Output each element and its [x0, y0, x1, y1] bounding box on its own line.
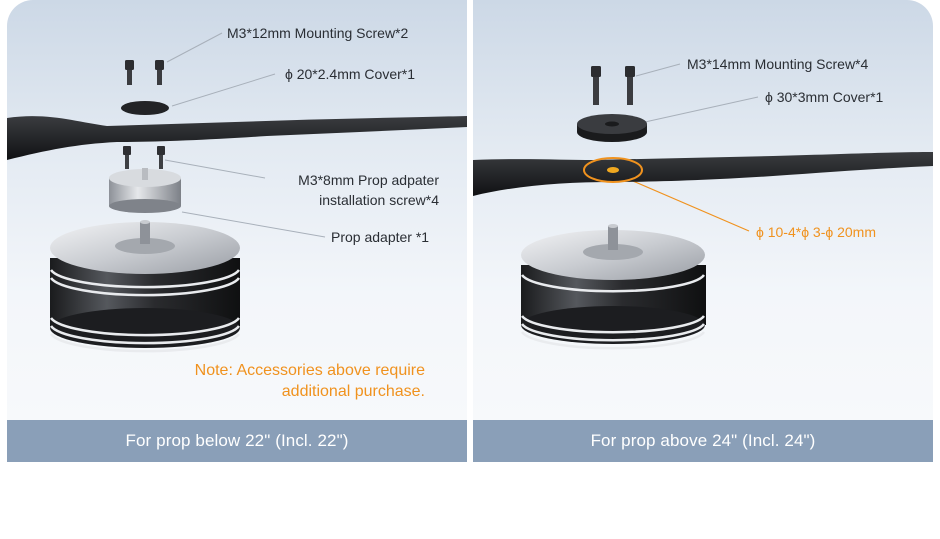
left-motor: [49, 220, 241, 353]
left-motor-illustration: [7, 32, 467, 353]
right-label-hole-spec: ϕ 10-4*ϕ 3-ϕ 20mm: [756, 224, 877, 240]
right-hole-center: [607, 167, 619, 173]
left-cover: [121, 101, 169, 115]
left-adapter-screws: [123, 146, 165, 169]
left-prop-adapter: [109, 168, 181, 213]
left-label-prop-adapter-screw-line1: M3*8mm Prop adpater: [298, 172, 439, 188]
right-panel: M3*14mm Mounting Screw*4 ϕ 30*3mm Cover*…: [473, 0, 933, 462]
right-hole-highlight: [583, 157, 643, 183]
accessories-note: Note: Accessories above require addition…: [195, 360, 425, 402]
right-label-mounting-screw: M3*14mm Mounting Screw*4: [687, 56, 869, 72]
left-label-prop-adapter-screw-line2: installation screw*4: [319, 192, 439, 208]
left-mounting-screws: [125, 60, 164, 85]
accessories-note-line2: additional purchase.: [281, 383, 425, 400]
right-leader-lines: [635, 63, 759, 123]
left-panel: M3*12mm Mounting Screw*2 ϕ 20*2.4mm Cove…: [7, 0, 467, 462]
right-motor: [520, 224, 706, 350]
right-hole-leader-line: [618, 174, 750, 232]
right-mounting-screws: [591, 66, 635, 105]
right-panel-background: [473, 0, 933, 420]
right-motor-illustration: [473, 63, 933, 350]
right-propeller: [473, 152, 933, 196]
left-leader-lines: [164, 32, 326, 238]
left-caption-bar: For prop below 22" (Incl. 22"): [7, 420, 467, 462]
left-label-mounting-screw: M3*12mm Mounting Screw*2: [227, 25, 409, 41]
left-label-prop-adapter-screw: M3*8mm Prop adpater installation screw*4: [298, 170, 439, 210]
right-caption-bar: For prop above 24" (Incl. 24"): [473, 420, 933, 462]
left-label-prop-adapter: Prop adapter *1: [331, 229, 430, 245]
right-cover: [577, 114, 647, 142]
left-label-cover: ϕ 20*2.4mm Cover*1: [285, 66, 416, 82]
right-label-cover: ϕ 30*3mm Cover*1: [765, 89, 884, 105]
left-panel-background: [7, 0, 467, 420]
accessories-note-line1: Note: Accessories above require: [194, 362, 425, 379]
left-propeller: [7, 116, 467, 160]
